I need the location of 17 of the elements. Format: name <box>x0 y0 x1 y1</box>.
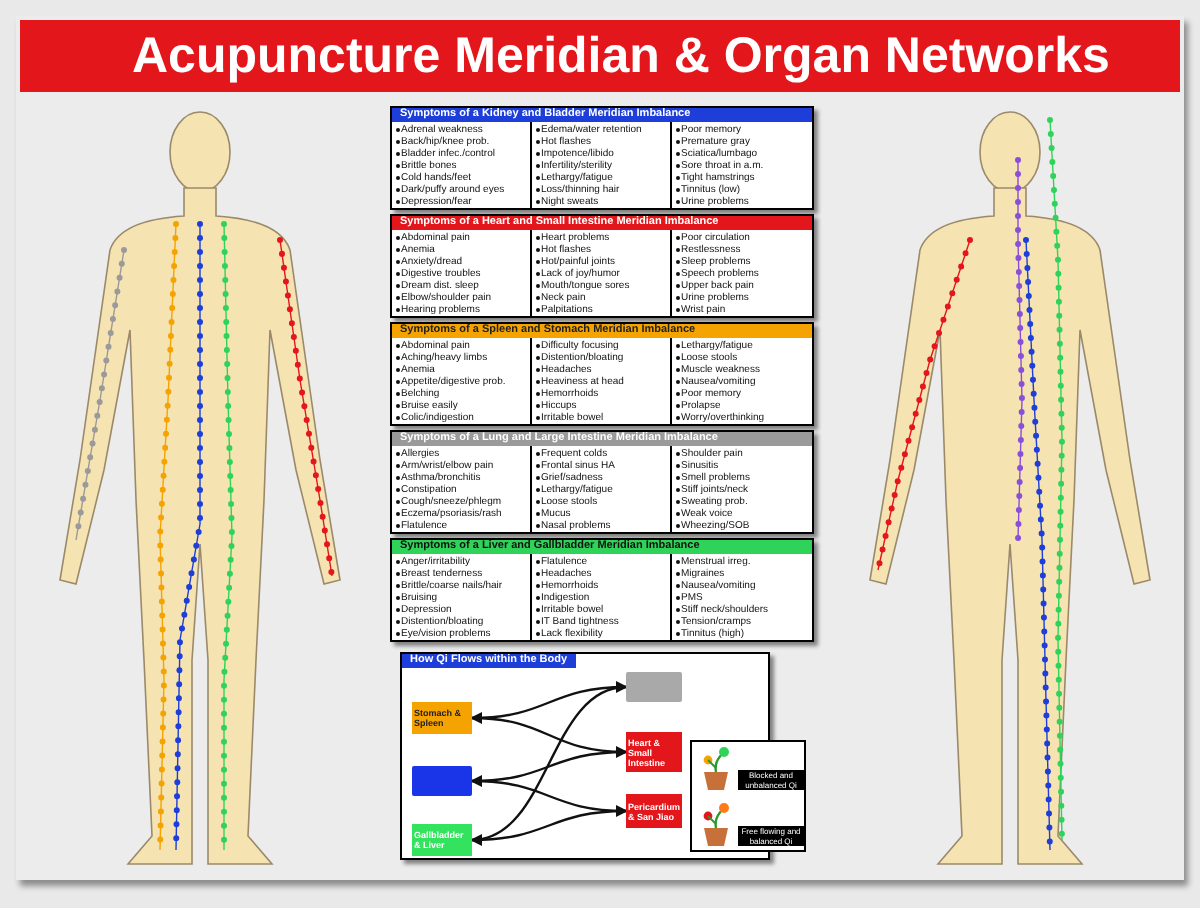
organ-box <box>412 702 472 734</box>
symptom-table <box>390 106 814 210</box>
symptom-table <box>390 322 814 426</box>
symptom-table <box>390 214 814 318</box>
organ-color-box <box>412 766 472 796</box>
organ-box <box>626 794 682 828</box>
flow-arrow <box>470 809 627 846</box>
symptom-table <box>390 538 814 642</box>
flow-arrow <box>470 750 627 787</box>
flow-arrow <box>471 716 628 758</box>
symptom-table <box>390 430 814 534</box>
organ-box <box>412 824 472 856</box>
title: Acupuncture Meridian & Organ Networks <box>132 31 1110 81</box>
organ-box <box>626 732 682 772</box>
organ-color-box <box>626 672 682 702</box>
flow-arrow <box>471 779 628 817</box>
inset-panel <box>690 740 806 852</box>
